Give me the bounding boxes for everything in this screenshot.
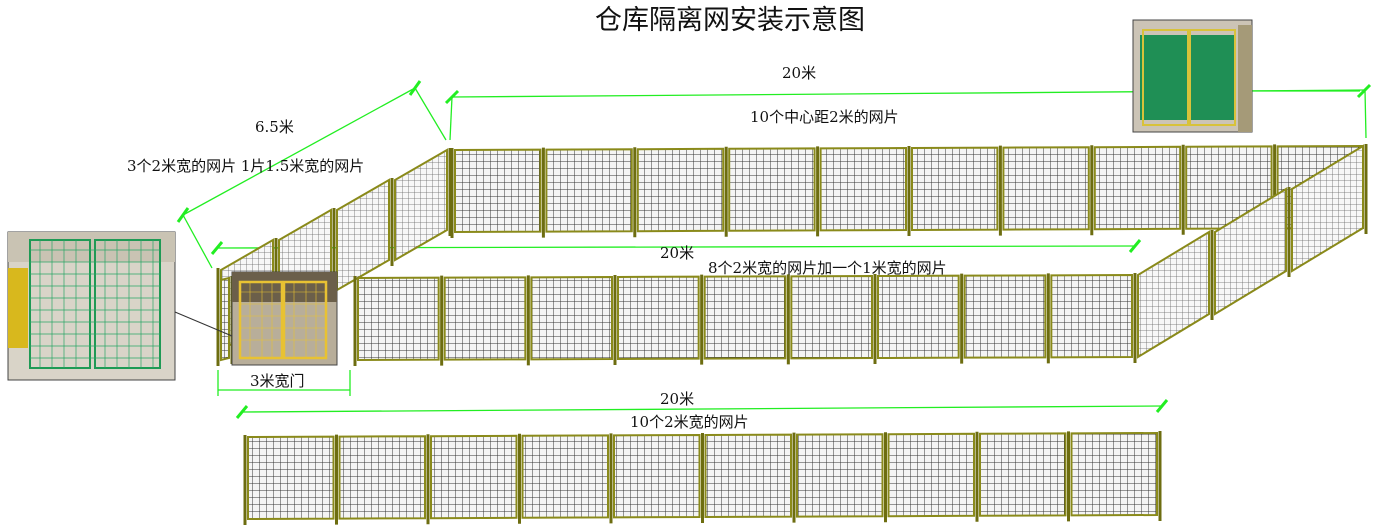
fence-panel	[526, 275, 613, 366]
fence-panel	[633, 147, 725, 238]
fence-panel	[1133, 230, 1210, 363]
middle-desc-label: 8个2米宽的网片加一个1米宽的网片	[708, 259, 947, 277]
fence-panel	[960, 273, 1047, 364]
fence-panel	[541, 147, 633, 238]
fence-panel	[613, 275, 700, 365]
photo-door	[231, 271, 338, 366]
right-fence-row	[1133, 144, 1368, 363]
left-desc-label: 3个2米宽的网片 1片1.5米宽的网片	[127, 157, 365, 175]
fence-panel	[243, 435, 335, 525]
fence-panel	[426, 434, 518, 525]
top-fence-row	[450, 144, 1368, 238]
fence-panel	[792, 432, 884, 523]
middle-fence-row	[353, 273, 1137, 366]
fence-panel	[700, 274, 787, 365]
fence-panel	[998, 145, 1090, 236]
bottom-length-label: 20米	[660, 390, 695, 408]
bottom-fence-row	[243, 431, 1162, 525]
fence-panel	[216, 276, 230, 366]
fence-panel	[390, 148, 448, 266]
page-title: 仓库隔离网安装示意图	[595, 5, 865, 36]
fence-panel	[609, 433, 701, 524]
top-length-label: 20米	[782, 64, 817, 82]
fence-panel	[1090, 145, 1182, 236]
bottom-desc-label: 10个2米宽的网片	[630, 413, 749, 431]
door-row	[216, 276, 234, 366]
fence-panel	[907, 146, 999, 236]
middle-length-label: 20米	[660, 244, 695, 262]
left-length-label: 6.5米	[255, 118, 294, 136]
fence-panel	[353, 276, 440, 366]
fence-panel	[1067, 431, 1158, 522]
top-desc-label: 10个中心距2米的网片	[750, 108, 899, 126]
photo-top-right	[1132, 19, 1253, 133]
fence-panel	[518, 433, 609, 524]
fence-panel	[1210, 187, 1287, 320]
fence-panel	[335, 434, 426, 525]
fence-panel	[724, 146, 816, 237]
fence-panel	[884, 432, 975, 523]
photo-left	[7, 231, 233, 381]
fence-panel	[975, 431, 1067, 522]
door-label: 3米宽门	[250, 372, 305, 390]
fence-panel	[440, 275, 527, 366]
fence-panel	[701, 433, 792, 523]
fence-panel	[1287, 144, 1364, 277]
fence-panel	[1046, 273, 1133, 364]
fence-panel	[816, 146, 907, 237]
fence-panel	[786, 274, 873, 365]
fence-panel	[873, 274, 960, 364]
fence-panel	[450, 148, 542, 238]
